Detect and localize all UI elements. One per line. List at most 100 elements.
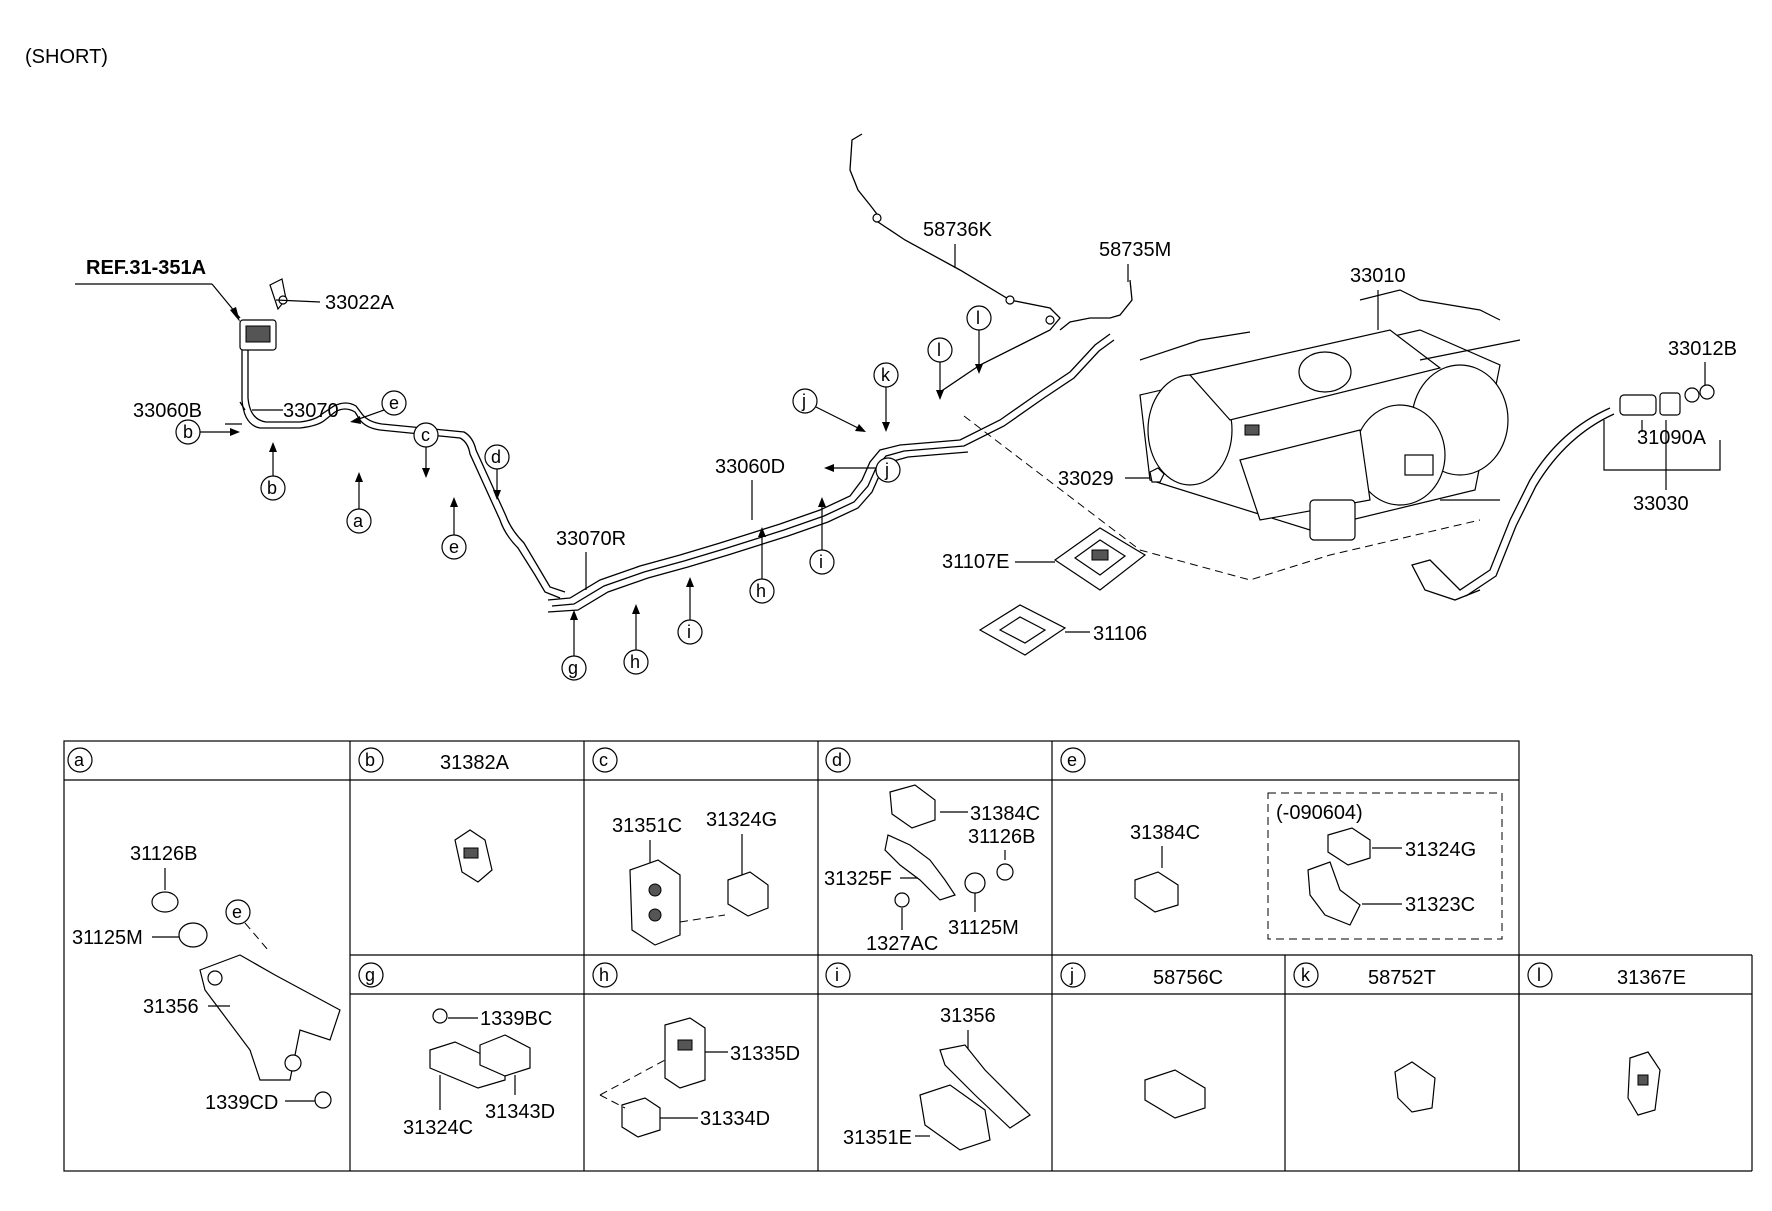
svg-text:k: k bbox=[881, 365, 891, 385]
label-33010[interactable]: 33010 bbox=[1350, 265, 1406, 287]
label-31107E[interactable]: 31107E bbox=[942, 551, 1009, 573]
label-33012B[interactable]: 33012B bbox=[1668, 338, 1737, 360]
clip-31324G-e bbox=[1327, 827, 1371, 866]
svg-text:k: k bbox=[1301, 965, 1311, 985]
callout-i-left[interactable]: i bbox=[677, 577, 703, 645]
variant-frame bbox=[1267, 792, 1503, 940]
detail-box-j: j 58756C bbox=[1060, 962, 1223, 1119]
part-58752T[interactable]: 58752T bbox=[1368, 967, 1436, 989]
fuel-tank-assembly bbox=[1139, 289, 1521, 541]
part-31351C[interactable]: 31351C bbox=[612, 815, 682, 837]
svg-text:c: c bbox=[599, 750, 608, 770]
callout-h-left[interactable]: h bbox=[623, 604, 649, 675]
part-31323C[interactable]: 31323C bbox=[1405, 894, 1475, 916]
detail-box-c: c 31351C 31324G bbox=[592, 747, 777, 946]
callout-b-lower[interactable]: b bbox=[260, 442, 286, 501]
callout-k[interactable]: k bbox=[873, 362, 899, 432]
clip-31384C-e bbox=[1134, 871, 1179, 913]
svg-text:j: j bbox=[884, 460, 889, 480]
part-31356-a[interactable]: 31356 bbox=[143, 996, 199, 1018]
label-33029[interactable]: 33029 bbox=[1058, 468, 1114, 490]
detail-box-l: l 31367E bbox=[1527, 962, 1686, 1116]
part-31324C[interactable]: 31324C bbox=[403, 1117, 473, 1139]
part-31125M-d[interactable]: 31125M bbox=[948, 917, 1019, 939]
part-31384C-e[interactable]: 31384C bbox=[1130, 822, 1200, 844]
detail-box-i: i 31356 31351E bbox=[825, 962, 1031, 1151]
label-58736K[interactable]: 58736K bbox=[923, 219, 993, 241]
svg-text:g: g bbox=[568, 658, 578, 678]
callout-c[interactable]: c bbox=[413, 422, 439, 478]
part-31324G-e[interactable]: 31324G bbox=[1405, 839, 1476, 861]
svg-text:c: c bbox=[421, 425, 430, 445]
ref-arrowhead bbox=[230, 307, 240, 322]
clip-31324G-c bbox=[727, 871, 769, 917]
pad-31106 bbox=[978, 604, 1067, 656]
pad-31107E bbox=[1053, 527, 1147, 591]
svg-text:j: j bbox=[1069, 965, 1074, 985]
vent-lines bbox=[849, 133, 1133, 393]
svg-text:e: e bbox=[1067, 750, 1077, 770]
filler-hose bbox=[1411, 384, 1715, 601]
label-33070[interactable]: 33070 bbox=[283, 400, 339, 422]
callout-h-right[interactable]: h bbox=[749, 527, 775, 604]
part-31356-i[interactable]: 31356 bbox=[940, 1005, 996, 1027]
callout-d[interactable]: d bbox=[484, 444, 510, 500]
callout-e-mid[interactable]: e bbox=[441, 497, 467, 560]
callout-e-in-a[interactable] bbox=[225, 899, 251, 925]
variant-note: (-090604) bbox=[1276, 802, 1363, 824]
part-31324G-c[interactable]: 31324G bbox=[706, 809, 777, 831]
detail-box-b: b 31382A bbox=[358, 747, 510, 883]
ref-label[interactable]: REF.31-351A bbox=[86, 257, 206, 279]
svg-text:i: i bbox=[819, 552, 823, 572]
clip-31323C bbox=[1307, 861, 1361, 926]
svg-text:b: b bbox=[365, 750, 375, 770]
detail-grid bbox=[63, 740, 1753, 1172]
part-31335D[interactable]: 31335D bbox=[730, 1043, 800, 1065]
part-1339BC[interactable]: 1339BC bbox=[480, 1008, 552, 1030]
label-33022A[interactable]: 33022A bbox=[325, 292, 395, 314]
label-31090A[interactable]: 31090A bbox=[1637, 427, 1707, 449]
clamp-31334D bbox=[621, 1097, 661, 1138]
callout-l-left[interactable]: l bbox=[927, 337, 953, 400]
part-58756C[interactable]: 58756C bbox=[1153, 967, 1223, 989]
part-31343D[interactable]: 31343D bbox=[485, 1101, 555, 1123]
label-33070R[interactable]: 33070R bbox=[556, 528, 626, 550]
part-1327AC[interactable]: 1327AC bbox=[866, 933, 938, 955]
callout-j-lower[interactable]: j bbox=[824, 457, 901, 483]
part-31351E[interactable]: 31351E bbox=[843, 1127, 912, 1149]
callout-g[interactable]: g bbox=[561, 610, 587, 681]
part-31126B-d[interactable]: 31126B bbox=[968, 826, 1035, 848]
part-31125M-a[interactable]: 31125M bbox=[72, 927, 143, 949]
label-33030[interactable]: 33030 bbox=[1633, 493, 1689, 515]
callout-i-right[interactable]: i bbox=[809, 497, 835, 575]
svg-text:d: d bbox=[832, 750, 842, 770]
clip-31384C-d bbox=[889, 784, 936, 829]
svg-text:i: i bbox=[687, 622, 691, 642]
svg-text:d: d bbox=[491, 447, 501, 467]
detail-box-g: g 1339BC 31324C 31343D bbox=[358, 962, 555, 1139]
part-31382A[interactable]: 31382A bbox=[440, 752, 510, 774]
callout-a[interactable]: a bbox=[346, 472, 372, 534]
callout-b-left[interactable]: b bbox=[175, 419, 240, 445]
callout-e-top[interactable]: e bbox=[350, 390, 407, 424]
svg-text:h: h bbox=[630, 652, 640, 672]
part-31325F[interactable]: 31325F bbox=[824, 868, 892, 890]
filter-module bbox=[239, 278, 321, 351]
detail-box-d: d 31384C 31126B 31325F 1327AC 31125M bbox=[824, 747, 1040, 955]
front-fuel-lines bbox=[225, 350, 566, 599]
label-58735M[interactable]: 58735M bbox=[1099, 239, 1171, 261]
clamp-31343D bbox=[479, 1034, 531, 1077]
part-31334D[interactable]: 31334D bbox=[700, 1108, 770, 1130]
label-33060D[interactable]: 33060D bbox=[715, 456, 785, 478]
svg-text:j: j bbox=[801, 391, 806, 411]
label-31106[interactable]: 31106 bbox=[1093, 623, 1147, 645]
part-1339CD[interactable]: 1339CD bbox=[205, 1092, 278, 1114]
part-31126B-a[interactable]: 31126B bbox=[130, 843, 197, 865]
callout-l-right[interactable]: l bbox=[966, 305, 992, 374]
callout-j-upper[interactable]: j bbox=[792, 388, 866, 432]
part-31367E[interactable]: 31367E bbox=[1617, 967, 1686, 989]
svg-text:e: e bbox=[449, 537, 459, 557]
label-33060B[interactable]: 33060B bbox=[133, 400, 202, 422]
part-31384C-d[interactable]: 31384C bbox=[970, 803, 1040, 825]
